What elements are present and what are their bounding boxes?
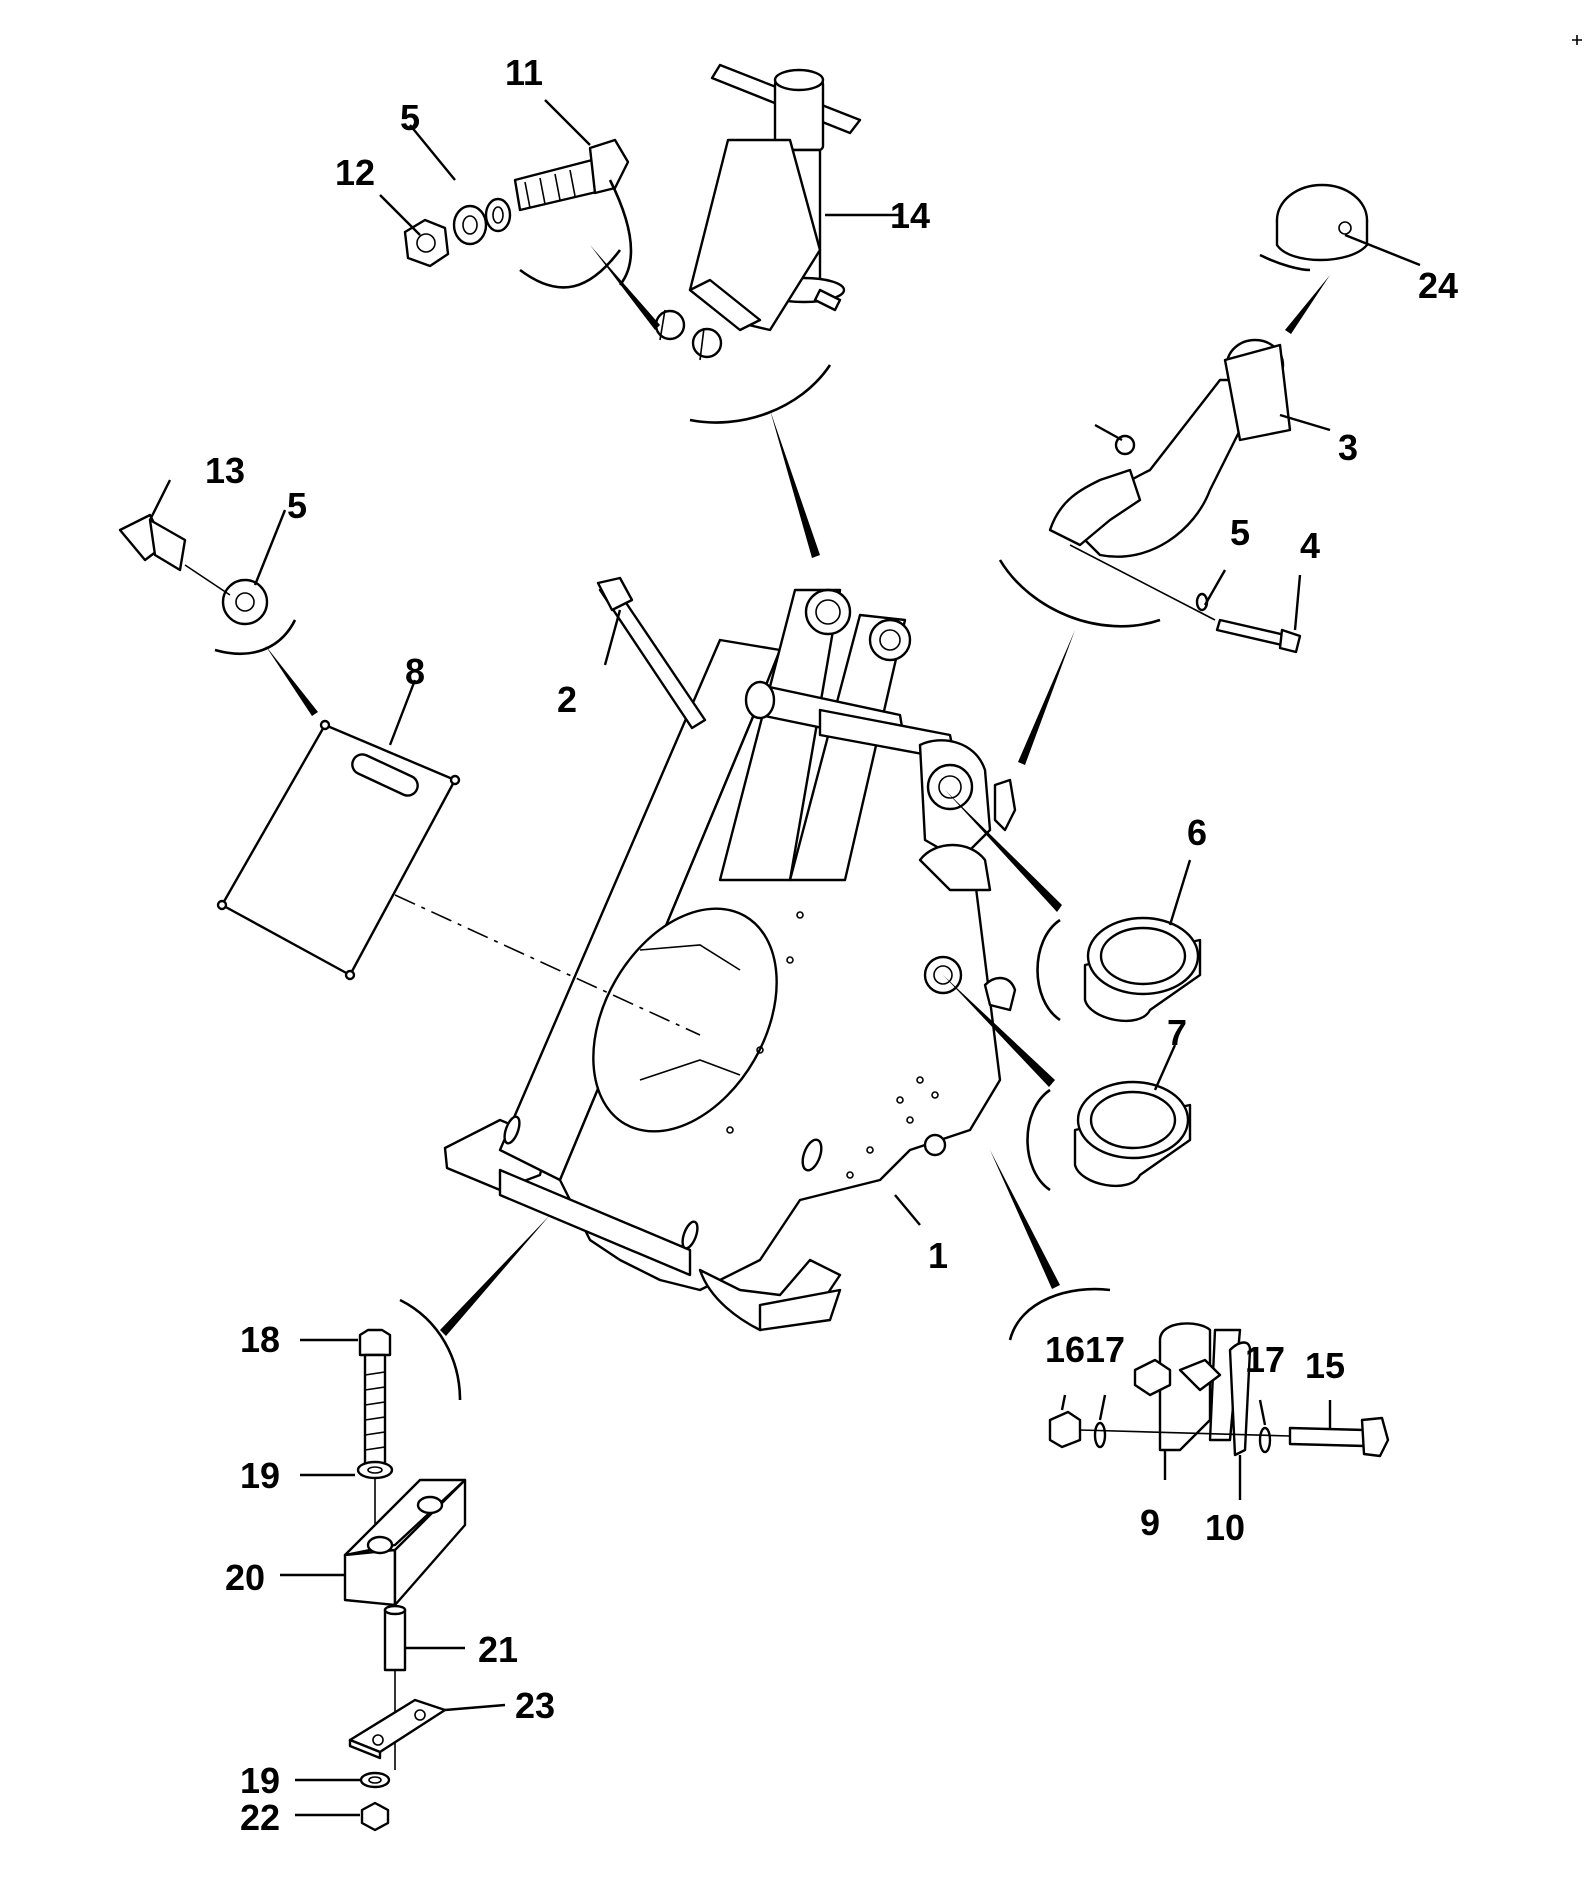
callout-14: 14 [890, 195, 930, 236]
callout-17-right: 17 [1245, 1339, 1285, 1380]
callout-2: 2 [557, 679, 577, 720]
detail-indicators [214, 179, 1330, 1401]
leader-lines [148, 99, 1421, 1817]
item-3-tube [1048, 338, 1292, 558]
callout-7: 7 [1167, 1012, 1187, 1053]
callout-9: 9 [1140, 1502, 1160, 1543]
item-6-bushing [1083, 916, 1202, 1023]
bracket-set-9-10-15-16-17 [1048, 1322, 1390, 1458]
callout-11: 11 [505, 52, 543, 93]
callout-19-bottom: 19 [240, 1760, 280, 1801]
callout-19-top: 19 [240, 1455, 280, 1496]
callout-5-left: 5 [287, 485, 307, 526]
callout-13: 13 [205, 450, 245, 491]
item-24-cap [1275, 183, 1369, 262]
callout-12: 12 [335, 152, 375, 193]
callout-5-right: 5 [1230, 512, 1250, 553]
callout-10: 10 [1205, 1507, 1245, 1548]
callout-4: 4 [1300, 525, 1320, 566]
callout-15: 15 [1305, 1345, 1345, 1386]
callout-16: 16 [1045, 1329, 1085, 1370]
callout-20: 20 [225, 1557, 265, 1598]
callout-3: 3 [1338, 427, 1358, 468]
main-frame [443, 576, 1017, 1332]
registration-mark [1572, 35, 1582, 45]
bolt-set-11-12-5 [403, 138, 630, 268]
callout-24: 24 [1418, 265, 1458, 306]
callout-6: 6 [1187, 812, 1207, 853]
callout-18: 18 [240, 1319, 280, 1360]
item-4-bolt [1069, 544, 1302, 654]
callout-labels: 1 2 3 4 5 5 5 6 7 8 9 10 11 12 13 14 15 … [205, 52, 1458, 1838]
callout-22: 22 [240, 1797, 280, 1838]
callout-21: 21 [478, 1629, 518, 1670]
item-13-bolt [118, 513, 269, 626]
callout-5-top: 5 [400, 97, 420, 138]
callout-23: 23 [515, 1685, 555, 1726]
callout-8: 8 [405, 651, 425, 692]
item-14-assembly [654, 63, 862, 361]
item-7-bushing [1073, 1080, 1192, 1188]
item-8-plate [216, 719, 701, 1036]
callout-17-left: 17 [1085, 1329, 1125, 1370]
stack-18-23 [343, 1328, 467, 1832]
callout-1: 1 [928, 1235, 948, 1276]
